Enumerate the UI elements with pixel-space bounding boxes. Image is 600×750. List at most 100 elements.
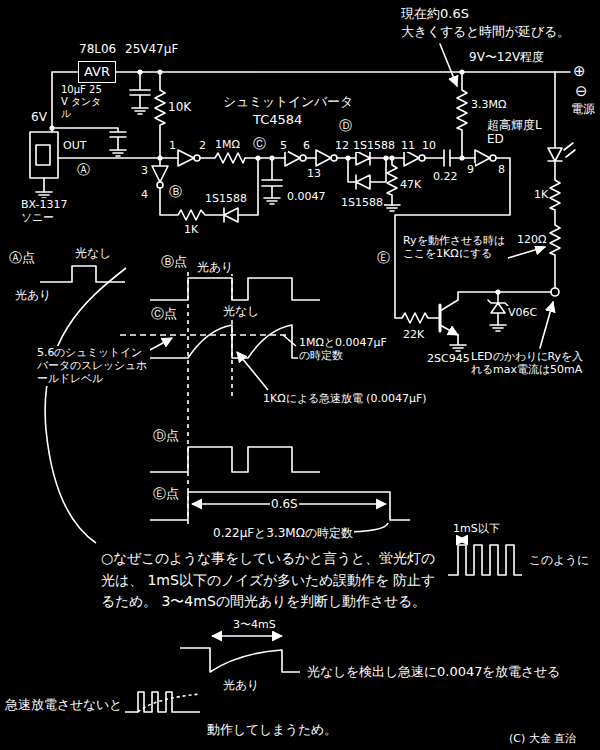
annotation-label: 光あり	[222, 678, 260, 692]
annotation-label: 6	[302, 139, 311, 152]
leader-line	[440, 44, 457, 86]
annotation-label: 5	[279, 139, 288, 152]
diode-symbol	[348, 158, 386, 189]
junction-dots	[389, 155, 394, 160]
diode-symbol	[224, 158, 258, 222]
waveforms	[40, 266, 522, 712]
annotation-label: Ⓓ	[338, 118, 353, 134]
annotation-label: BX-1317 ソニー	[20, 198, 82, 224]
annotation-label: 急速放電させないと	[4, 697, 123, 713]
inverter-bubble	[490, 155, 496, 161]
annotation-label: TC4584	[252, 112, 303, 128]
resistor-symbol	[387, 158, 397, 205]
ground-symbol	[264, 198, 280, 204]
resistor-symbol	[155, 72, 165, 158]
annotation-label: 1K	[183, 223, 199, 236]
annotation-label: 22K	[402, 328, 425, 341]
annotation-label: 現在約0.6S	[400, 6, 470, 22]
ground-symbol	[36, 178, 52, 198]
waveform-b	[150, 278, 320, 300]
annotation-label: 0.6S	[270, 497, 299, 511]
annotation-label: 光なし	[74, 246, 112, 260]
annotation-label: Ⓔ点	[152, 486, 180, 502]
inverter-symbol	[404, 150, 419, 166]
inverter-symbol	[316, 150, 331, 166]
annotation-label: 10μF 25V タンタル	[60, 84, 106, 120]
annotation-label: ⊕	[572, 62, 587, 80]
inverter-symbol	[152, 158, 168, 182]
junction-dots	[459, 155, 464, 160]
transistor-symbol	[440, 325, 458, 335]
ground-symbol	[132, 108, 148, 114]
junction-dots	[459, 69, 464, 74]
annotation-label: 電源	[570, 102, 596, 116]
inverter-symbol	[475, 150, 490, 166]
annotation-label: 11	[400, 139, 416, 152]
annotation-label: 1K	[533, 188, 549, 201]
annotation-label: Ⓒ	[252, 136, 267, 152]
inverter-symbol	[285, 150, 300, 166]
annotation-label: 光なしを検出し急速に0.0047を放電させる	[306, 664, 593, 680]
waveform-e	[150, 492, 410, 520]
leader-line	[540, 302, 553, 348]
noise-pulses	[448, 545, 522, 575]
annotation-label: 10	[421, 139, 437, 152]
ground-symbol	[490, 325, 506, 331]
inverter-bubble	[419, 155, 425, 161]
leader-line	[508, 247, 545, 258]
ground-symbol	[110, 150, 126, 156]
annotation-label: シュミットインバータ	[222, 94, 354, 110]
annotation-label: 2SC945	[426, 352, 471, 365]
annotation-label: Ryを動作させる時はここを1KΩにする	[402, 234, 508, 260]
annotation-label: 8	[497, 163, 506, 176]
inverter-bubble	[194, 155, 200, 161]
power-rail	[116, 71, 570, 73]
dimension-arrow	[212, 635, 282, 637]
transistor-symbol	[439, 305, 442, 331]
junction-dots	[157, 69, 162, 74]
leader-line	[237, 352, 268, 390]
annotation-label: Ⓐ	[76, 162, 91, 178]
waveform-d	[150, 447, 320, 472]
resistor-symbol	[395, 158, 510, 323]
annotation-label: 大きくすると時間が延びる。	[400, 24, 571, 40]
annotation-label: 47K	[399, 178, 422, 191]
annotation-label: 光あり	[196, 260, 234, 274]
wires	[30, 44, 575, 351]
capacitor-symbol	[262, 158, 282, 198]
junction-dots	[137, 69, 142, 74]
annotation-label: 1S1588	[340, 196, 384, 209]
sweep-line	[45, 268, 126, 543]
inverter-bubble	[157, 182, 163, 188]
diode-symbol	[337, 151, 404, 165]
threshold-line	[120, 334, 290, 336]
leader-line	[150, 338, 172, 350]
waveform-small	[125, 692, 200, 712]
annotation-label: ⊖	[574, 82, 589, 100]
annotation-label: 9	[466, 163, 475, 176]
annotation-label: Ⓑ点	[160, 254, 188, 270]
annotation-label: 1mS以下	[452, 522, 501, 535]
annotation-label: 120Ω	[516, 233, 547, 246]
annotation-label: 25V47μF	[124, 42, 179, 56]
resistor-symbol	[457, 72, 467, 158]
annotation-label: LEDのかわりにRyを入れるmax電流は50mA	[470, 350, 592, 376]
wire	[306, 157, 316, 159]
annotation-label: 78L06	[78, 42, 117, 56]
annotation-label: OUT	[62, 139, 87, 152]
junction-dots	[269, 155, 274, 160]
waveform-small	[180, 648, 300, 672]
annotation-label: Ⓒ点	[150, 306, 178, 322]
zener-symbol	[488, 292, 508, 325]
annotation-label: Ⓐ点	[8, 250, 36, 266]
annotation-label: 0.22	[432, 170, 459, 183]
annotation-label: 1	[168, 139, 177, 152]
terminal-symbol	[551, 288, 559, 296]
light-rays	[564, 143, 575, 157]
leader-line	[283, 335, 296, 346]
resistor-symbol	[550, 161, 560, 288]
junction-dots	[255, 155, 260, 160]
regulator-box: AVR	[78, 61, 116, 83]
annotation-label: 13	[306, 167, 322, 180]
